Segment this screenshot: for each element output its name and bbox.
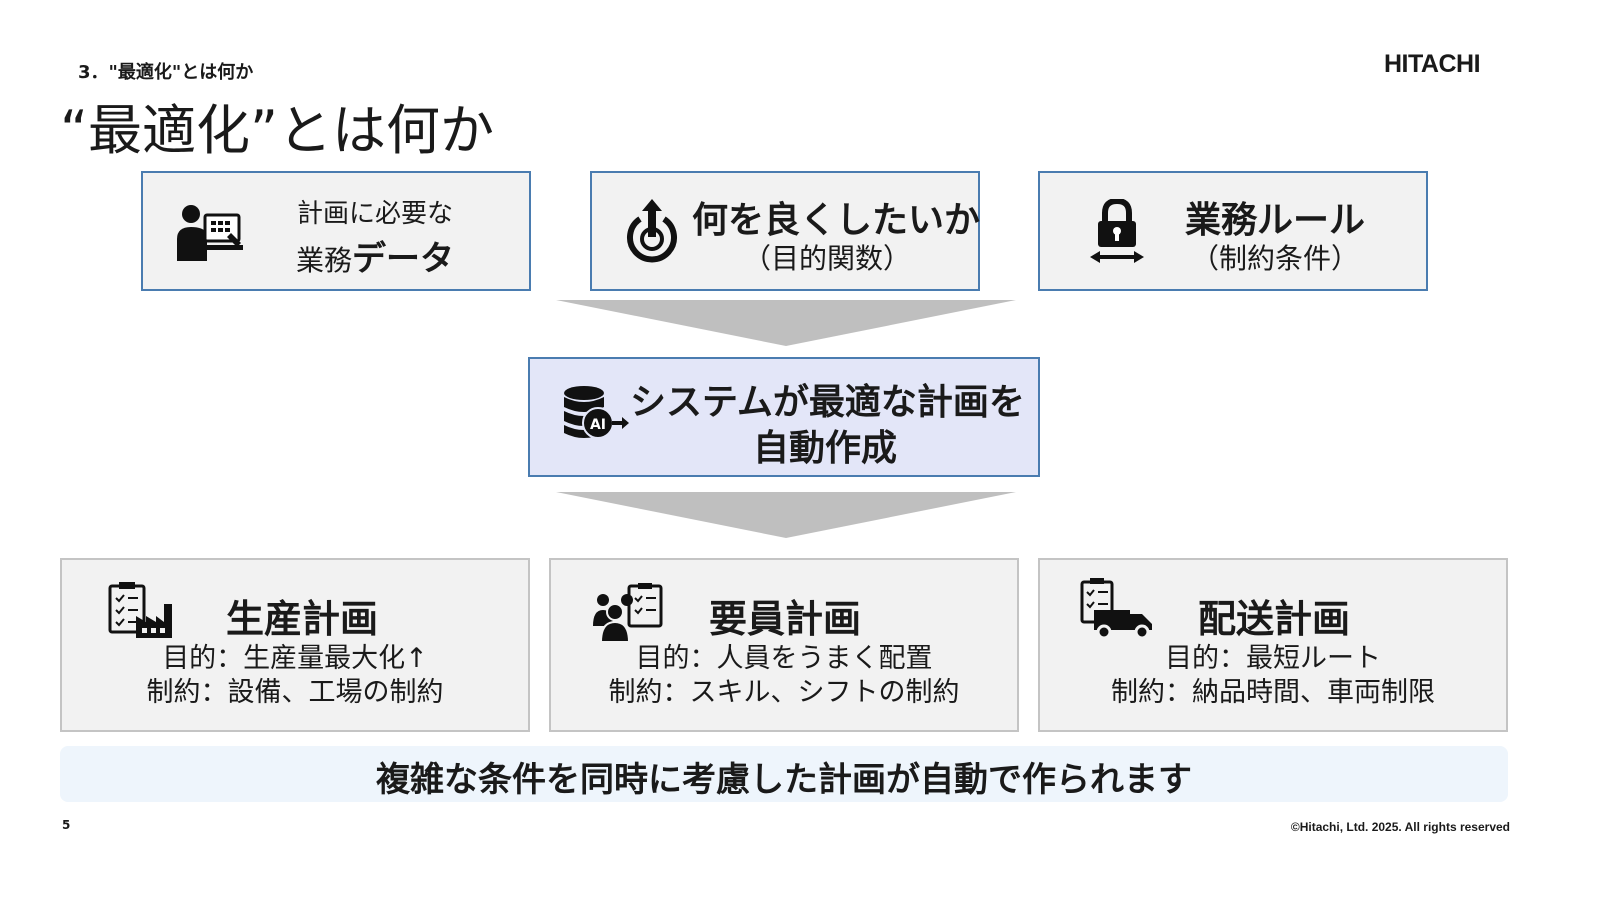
input-rules-line1: 業務ルール bbox=[1184, 200, 1365, 241]
plan-production-constraint: 制約：設備、工場の制約 bbox=[146, 677, 444, 708]
input-objective-line1: 何を良くしたいか bbox=[692, 200, 981, 241]
truck-checklist-icon bbox=[1080, 578, 1152, 640]
plan-staffing-title: 要員計画 bbox=[708, 597, 861, 641]
ai-database-icon: AI bbox=[564, 386, 629, 439]
input-box-objective: 何を良くしたいか （目的関数） bbox=[590, 171, 980, 291]
plan-staffing-constraint: 制約：スキル、シフトの制約 bbox=[608, 677, 960, 708]
lock-arrows-icon bbox=[1090, 199, 1144, 263]
summary-text: 複雑な条件を同時に考慮した計画が自動で作られます bbox=[376, 760, 1192, 800]
flow-arrow-top bbox=[556, 300, 1016, 346]
system-line1: システムが最適な計画を bbox=[630, 382, 1025, 423]
plan-delivery-constraint: 制約：納品時間、車両制限 bbox=[1111, 677, 1435, 708]
input-box-data: 計画に必要な 業務データ bbox=[141, 171, 531, 291]
plan-production-goal: 目的：生産量最大化↑ bbox=[162, 643, 428, 674]
flow-arrow-bottom bbox=[556, 492, 1016, 538]
input-box-rules: 業務ルール （制約条件） bbox=[1038, 171, 1428, 291]
plan-box-delivery: 配送計画 目的：最短ルート 制約：納品時間、車両制限 bbox=[1038, 558, 1508, 732]
hitachi-logo: HITACHI bbox=[1384, 50, 1481, 78]
input-objective-line2: （目的関数） bbox=[742, 242, 911, 275]
plan-staffing-goal: 目的：人員をうまく配置 bbox=[635, 643, 933, 674]
target-arrow-icon bbox=[627, 199, 677, 263]
input-data-bold: データ bbox=[352, 239, 454, 279]
page-title: “最適化”とは何か bbox=[60, 99, 494, 162]
plan-box-staffing: 要員計画 目的：人員をうまく配置 制約：スキル、シフトの制約 bbox=[549, 558, 1019, 732]
page-number: 5 bbox=[62, 818, 71, 832]
summary-banner: 複雑な条件を同時に考慮した計画が自動で作られます bbox=[60, 746, 1508, 802]
copyright: ©Hitachi, Ltd. 2025. All rights reserved bbox=[1290, 820, 1510, 834]
input-rules-line2: （制約条件） bbox=[1190, 242, 1359, 275]
plan-production-title: 生産計画 bbox=[225, 597, 378, 641]
person-computer-icon bbox=[177, 205, 243, 261]
plan-box-production: 生産計画 目的：生産量最大化↑ 制約：設備、工場の制約 bbox=[60, 558, 530, 732]
input-data-line2: 業務データ bbox=[285, 231, 465, 280]
input-data-line1: 計画に必要な bbox=[296, 199, 453, 229]
factory-checklist-icon bbox=[108, 582, 172, 638]
breadcrumb: 3．"最適化"とは何か bbox=[78, 62, 254, 83]
people-checklist-icon bbox=[593, 583, 663, 642]
system-line2: 自動作成 bbox=[752, 428, 897, 469]
input-data-prefix: 業務 bbox=[295, 244, 352, 277]
svg-text:AI: AI bbox=[590, 417, 606, 433]
plan-delivery-goal: 目的：最短ルート bbox=[1165, 643, 1381, 674]
plan-delivery-title: 配送計画 bbox=[1197, 597, 1350, 641]
system-box: AI システムが最適な計画を 自動作成 bbox=[528, 357, 1040, 477]
